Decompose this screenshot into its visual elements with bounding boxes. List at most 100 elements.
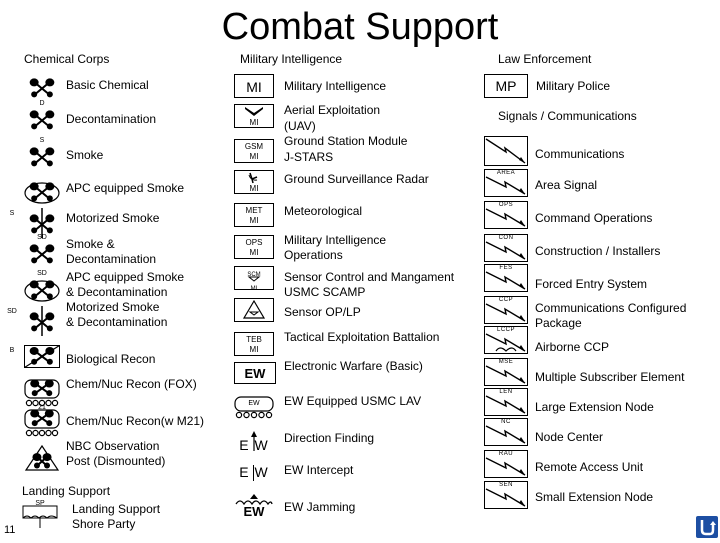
sig-label-ccp: Communications Configured Package — [535, 301, 687, 330]
chem-retort-icon — [29, 244, 55, 264]
mi-symbol-11: EW — [234, 394, 274, 419]
chem-symbol-modifier: 21 — [38, 404, 46, 411]
mi-symbol-text: OPS MI — [245, 238, 263, 257]
chem-symbol-modifier: SD — [37, 234, 47, 241]
mi-symbol-6: OPS MI — [234, 235, 274, 259]
signal-symbol-modifier: OPS — [498, 202, 514, 208]
chem-symbol-3: S — [24, 137, 60, 171]
chem-retort-icon — [29, 78, 55, 98]
chem-retort-icon — [24, 444, 60, 471]
sig-label-len: Large Extension Node — [535, 400, 654, 414]
mi-label-scamp: Sensor Control and Mangament USMC SCAMP — [284, 270, 455, 299]
chem-retort-icon — [24, 409, 60, 437]
mi-symbol-14: EW — [234, 494, 274, 519]
lightning-bolt-icon — [484, 326, 528, 354]
signals-header: Signals / Communications — [498, 109, 637, 123]
mi-label-ew: Electronic Warfare (Basic) — [284, 359, 423, 373]
chem-retort-icon — [24, 345, 60, 369]
mi-symbol-10: EW — [234, 362, 276, 384]
military-intelligence-header: Military Intelligence — [240, 52, 343, 66]
chem-label-motor-smoke-decon: Motorized Smoke & Decontamination — [66, 300, 168, 329]
signal-symbol-modifier: NC — [501, 419, 511, 425]
airborne-arc-icon — [495, 347, 517, 352]
mi-symbol-9: TEB MI — [234, 332, 274, 356]
lightning-bolt-icon — [484, 201, 528, 229]
chem-label-apc-smoke-decon: APC equipped Smoke & Decontamination — [66, 270, 185, 299]
chem-symbol-10 — [24, 378, 60, 408]
lightning-bolt-icon — [484, 234, 528, 262]
mi-label-teb: Tactical Exploitation Battalion — [284, 330, 440, 344]
sig-label-con: Construction / Installers — [535, 244, 661, 258]
sig-label-lccp: Airborne CCP — [535, 340, 610, 354]
return-nav-button[interactable] — [696, 516, 718, 538]
chem-retort-icon — [29, 208, 55, 238]
chem-label-basic: Basic Chemical — [66, 78, 149, 92]
chem-symbol-modifier: SD — [7, 308, 17, 315]
landing-symbol-modifier: SP — [35, 500, 45, 507]
return-arrow-icon — [700, 520, 716, 536]
mi-symbol-text: EW — [244, 366, 266, 381]
chem-symbol-9: B — [10, 345, 60, 375]
mi-symbol-7: SCM MI — [234, 266, 274, 292]
page-number: 11 — [4, 524, 16, 536]
mi-symbol-text: GSM MI — [244, 142, 264, 161]
sensor-oplp-icon — [234, 298, 274, 322]
shore-party-icon — [22, 505, 58, 528]
landing-support-symbol: SP — [22, 500, 58, 528]
chem-label-motor-smoke: Motorized Smoke — [66, 211, 160, 225]
chem-label-smoke: Smoke — [66, 148, 104, 162]
sensor-icon — [247, 276, 261, 282]
signal-symbol-modifier: AREA — [496, 170, 516, 176]
chem-label-m21: Chem/Nuc Recon(w M21) — [66, 414, 205, 428]
mi-label-aerial: Aerial Exploitation (UAV) Ground Station… — [284, 103, 408, 164]
signal-symbol-5: FES — [484, 264, 528, 292]
chem-symbol-modifier: SD — [37, 270, 47, 277]
chem-symbol-5: S — [10, 208, 60, 238]
signal-symbol-9: LEN — [484, 388, 528, 416]
signal-symbol-modifier: MSE — [498, 359, 514, 365]
sig-label-comms: Communications — [535, 147, 625, 161]
chem-symbol-11: 21 — [24, 404, 60, 438]
mi-symbol-text: E W — [239, 464, 269, 480]
chem-symbol-1 — [24, 72, 60, 102]
mi-symbol-text: EW — [243, 504, 265, 519]
chem-symbol-modifier: S — [9, 210, 15, 217]
lightning-bolt-icon — [484, 296, 528, 324]
lightning-bolt-icon — [484, 418, 528, 446]
lav-vehicle-icon — [234, 396, 274, 419]
signal-symbol-7: LCCP — [484, 326, 528, 354]
mi-symbol-3: GSM MI — [234, 139, 274, 163]
lightning-bolt-icon — [484, 169, 528, 197]
mi-label-met: Meteorological — [284, 204, 363, 218]
chem-symbol-6: SD — [24, 234, 60, 268]
signal-symbol-modifier: CCP — [498, 297, 514, 303]
chem-symbol-7: SD — [24, 270, 60, 304]
mi-symbol-13: E W — [234, 461, 274, 485]
mp-symbol-text: MP — [495, 78, 517, 94]
signal-symbol-8: MSE — [484, 358, 528, 386]
signal-symbol-modifier: LCCP — [496, 327, 515, 333]
chem-symbol-2: D — [24, 100, 60, 134]
signal-symbol-modifier: CON — [498, 235, 514, 241]
signal-symbol-2: AREA — [484, 169, 528, 197]
signal-symbol-modifier: LEN — [499, 389, 513, 395]
lightning-bolt-icon — [484, 481, 528, 509]
mi-symbol-text: EW — [248, 400, 260, 407]
sig-label-fes: Forced Entry System — [535, 277, 648, 291]
mi-symbol-text: TEB MI — [246, 335, 262, 354]
mi-label-ew-lav: EW Equipped USMC LAV — [284, 394, 422, 408]
sig-label-mse: Multiple Subscriber Element — [535, 370, 685, 384]
chem-symbol-modifier: S — [39, 137, 45, 144]
chem-retort-icon — [29, 110, 55, 130]
intercept-divider — [253, 465, 254, 481]
mi-symbol-text: MET MI — [245, 206, 263, 225]
mi-label-basic: Military Intelligence — [284, 79, 387, 93]
chem-symbol-4 — [24, 176, 60, 206]
lightning-bolt-icon — [484, 450, 528, 478]
chemical-corps-header: Chemical Corps — [24, 52, 110, 66]
chem-label-apc-smoke: APC equipped Smoke — [66, 181, 185, 195]
chem-retort-icon — [24, 280, 60, 302]
signal-symbol-modifier: FES — [499, 265, 513, 271]
chem-label-nbc-op: NBC Observation Post (Dismounted) — [66, 439, 166, 468]
signal-symbol-4: CON — [484, 234, 528, 262]
